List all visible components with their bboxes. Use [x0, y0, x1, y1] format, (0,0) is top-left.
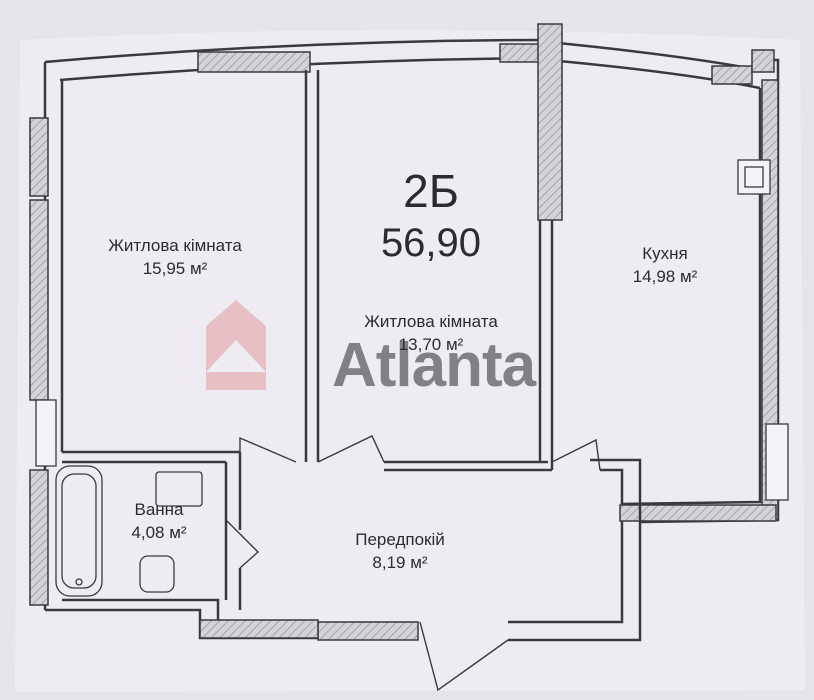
room-label-living-2: Житлова кімната 13,70 м²	[320, 312, 542, 355]
doors	[225, 435, 601, 692]
room-name: Житлова кімната	[364, 312, 498, 331]
room-label-living-1: Житлова кімната 15,95 м²	[60, 236, 290, 279]
windows	[35, 159, 789, 501]
room-name: Кухня	[642, 244, 688, 263]
room-area: 14,98 м²	[632, 267, 698, 286]
room-area: 15,95 м²	[142, 259, 208, 278]
room-name: Ванна	[134, 500, 184, 519]
atlanta-logo-icon	[206, 300, 266, 390]
room-label-hall: Передпокій 8,19 м²	[320, 530, 480, 573]
room-area: 8,19 м²	[372, 553, 428, 572]
room-area: 4,08 м²	[131, 523, 187, 542]
room-label-kitchen: Кухня 14,98 м²	[590, 244, 740, 287]
unit-total-area: 56,90	[380, 221, 482, 265]
room-name: Житлова кімната	[108, 236, 242, 255]
interior-walls	[62, 70, 642, 610]
bathroom-fixtures	[55, 465, 203, 597]
room-label-bath: Ванна 4,08 м²	[104, 500, 214, 543]
room-area: 13,70 м²	[398, 335, 464, 354]
unit-code: 2Б	[403, 165, 459, 217]
watermark-brand: Atlanta	[332, 331, 536, 400]
room-name: Передпокій	[355, 530, 445, 549]
unit-summary: 2Б 56,90	[320, 168, 542, 264]
